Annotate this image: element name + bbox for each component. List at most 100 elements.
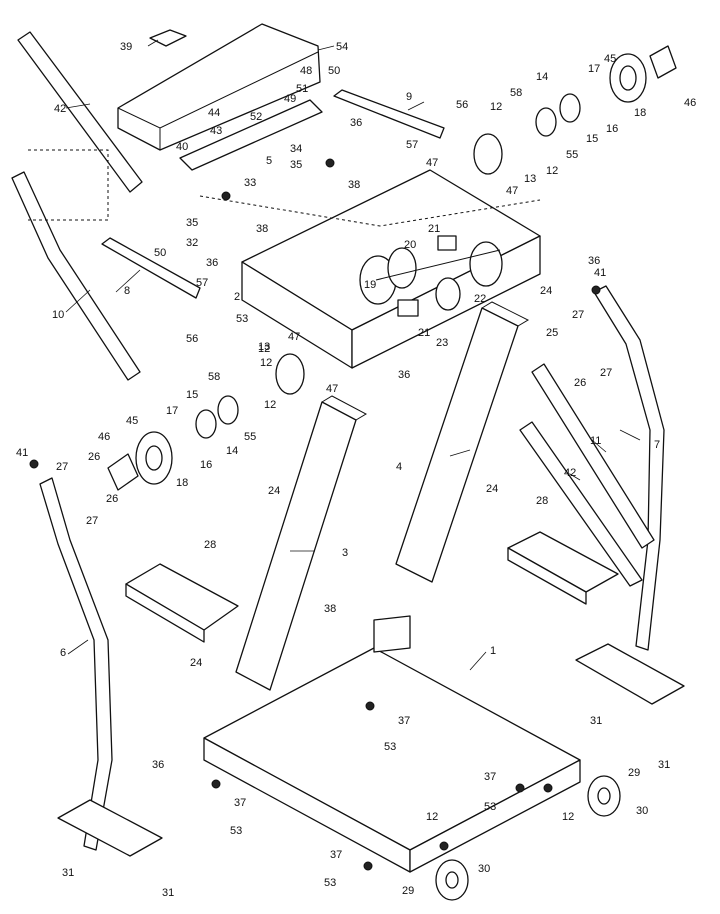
part-number-label: 39 [120, 41, 132, 53]
part-number-label: 13 [258, 341, 270, 353]
part-number-label: 7 [654, 439, 660, 451]
base-frame-part [203, 615, 581, 873]
part-number-label: 27 [572, 309, 584, 321]
part-number-label: 4 [396, 461, 402, 473]
fasteners [29, 158, 601, 871]
part-number-label: 29 [628, 767, 640, 779]
part-number-label: 14 [226, 445, 238, 457]
part-number-label: 20 [404, 239, 416, 251]
pedals-part [125, 531, 619, 643]
part-number-label: 37 [484, 771, 496, 783]
part-number-label: 55 [566, 149, 578, 161]
part-number-label: 2 [234, 291, 240, 303]
part-number-label: 1 [490, 645, 496, 657]
part-number-label: 18 [634, 107, 646, 119]
part-number-label: 52 [250, 111, 262, 123]
part-number-label: 45 [604, 53, 616, 65]
part-number-label: 22 [474, 293, 486, 305]
part-number-label: 41 [16, 447, 28, 459]
part-number-label: 36 [152, 759, 164, 771]
part-number-label: 58 [208, 371, 220, 383]
part-number-label: 12 [260, 357, 272, 369]
leader-lines [65, 39, 641, 671]
part-number-label: 38 [348, 179, 360, 191]
part-number-label: 37 [330, 849, 342, 861]
part-number-label: 16 [606, 123, 618, 135]
part-number-label: 37 [234, 797, 246, 809]
part-number-label: 34 [290, 143, 302, 155]
part-number-label: 53 [484, 801, 496, 813]
part-number-label: 37 [398, 715, 410, 727]
part-number-label: 33 [244, 177, 256, 189]
part-number-label: 36 [398, 369, 410, 381]
part-number-label: 45 [126, 415, 138, 427]
part-number-label: 24 [486, 483, 498, 495]
wheels-part [435, 775, 621, 901]
part-number-label: 58 [510, 87, 522, 99]
part-number-label: 14 [536, 71, 548, 83]
part-number-label: 6 [60, 647, 66, 659]
part-number-label: 50 [328, 65, 340, 77]
part-number-label: 12 [490, 101, 502, 113]
part-number-label: 3 [342, 547, 348, 559]
part-number-label: 32 [186, 237, 198, 249]
part-number-label: 31 [658, 759, 670, 771]
flywheel-parts [359, 235, 503, 317]
part-number-label: 21 [428, 223, 440, 235]
part-number-label: 24 [268, 485, 280, 497]
part-number-label: 31 [62, 867, 74, 879]
part-number-label: 26 [106, 493, 118, 505]
crossbars-part [101, 89, 445, 299]
part-number-label: 41 [594, 267, 606, 279]
part-number-label: 54 [336, 41, 348, 53]
right-crank-assembly [473, 45, 677, 175]
part-number-label: 25 [546, 327, 558, 339]
part-number-label: 10 [52, 309, 64, 321]
upright-tubes-part [235, 301, 530, 691]
part-number-label: 27 [600, 367, 612, 379]
part-number-label: 38 [256, 223, 268, 235]
part-number-label: 53 [236, 313, 248, 325]
part-number-label: 56 [456, 99, 468, 111]
part-number-label: 47 [326, 383, 338, 395]
pedal-arms-part [39, 285, 665, 851]
part-number-label: 40 [176, 141, 188, 153]
part-number-label: 30 [478, 863, 490, 875]
part-number-label: 24 [190, 657, 202, 669]
part-number-label: 13 [524, 173, 536, 185]
part-number-label: 56 [186, 333, 198, 345]
console-part [117, 23, 323, 171]
part-number-label: 53 [384, 741, 396, 753]
part-number-label: 28 [536, 495, 548, 507]
part-number-label: 51 [296, 83, 308, 95]
part-number-label: 12 [426, 811, 438, 823]
part-number-label: 46 [98, 431, 110, 443]
part-number-label: 47 [426, 157, 438, 169]
part-number-label: 12 [264, 399, 276, 411]
part-number-label: 35 [290, 159, 302, 171]
part-number-label: 17 [588, 63, 600, 75]
part-number-label: 53 [324, 877, 336, 889]
part-number-label: 26 [574, 377, 586, 389]
foot-plates-part [57, 643, 685, 857]
part-number-label: 28 [204, 539, 216, 551]
part-number-label: 49 [284, 93, 296, 105]
part-number-label: 24 [540, 285, 552, 297]
part-number-label: 46 [684, 97, 696, 109]
part-number-label: 9 [406, 91, 412, 103]
part-number-label: 35 [186, 217, 198, 229]
part-number-label: 53 [230, 825, 242, 837]
part-number-label: 12 [546, 165, 558, 177]
part-number-label: 29 [402, 885, 414, 897]
part-number-label: 19 [364, 279, 376, 291]
part-number-label: 21 [418, 327, 430, 339]
part-number-label: 17 [166, 405, 178, 417]
part-number-label: 18 [176, 477, 188, 489]
part-number-label: 8 [124, 285, 130, 297]
left-crank-assembly [107, 353, 305, 491]
part-number-label: 47 [506, 185, 518, 197]
part-number-label: 15 [586, 133, 598, 145]
part-number-label: 27 [56, 461, 68, 473]
